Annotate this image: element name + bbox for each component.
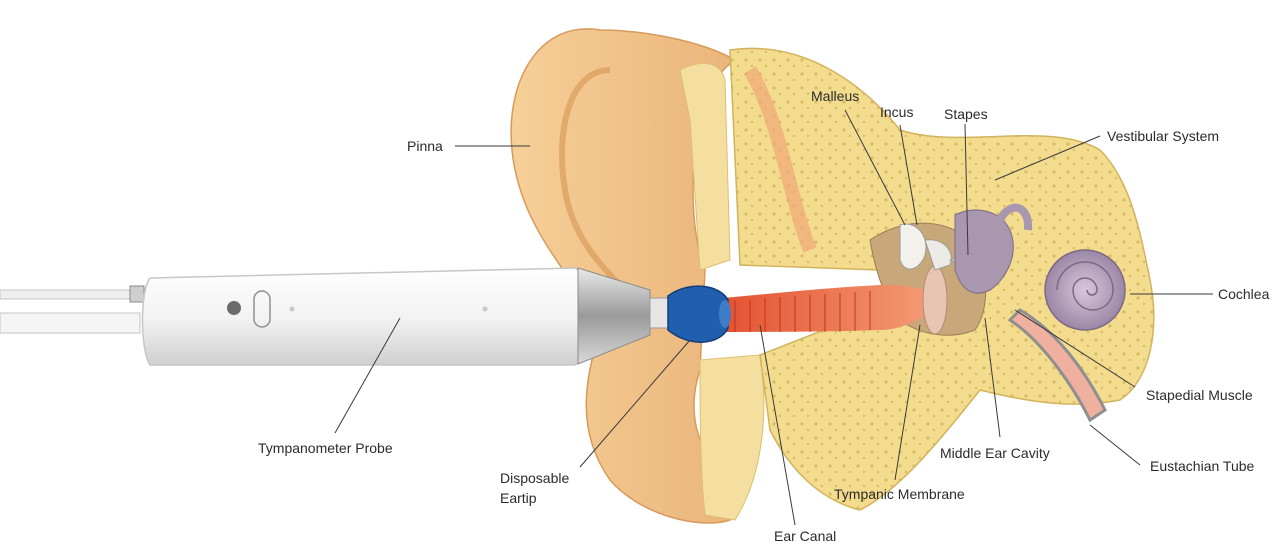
label-disposable-eartip-line1: Disposable (500, 470, 569, 487)
label-ear-canal: Ear Canal (774, 528, 836, 545)
label-disposable-eartip-line2: Eartip (500, 490, 537, 507)
probe-cable (0, 286, 144, 333)
label-tympanic-membrane: Tympanic Membrane (834, 486, 965, 503)
label-tympanometer-probe: Tympanometer Probe (258, 440, 393, 457)
tympanic-membrane-shape (923, 266, 947, 334)
label-stapes: Stapes (944, 106, 988, 123)
label-incus: Incus (880, 104, 913, 121)
tympanometer-probe-body (143, 268, 589, 365)
label-middle-ear-cavity: Middle Ear Cavity (940, 445, 1050, 462)
label-vestibular-system: Vestibular System (1107, 128, 1219, 145)
label-stapedial-muscle: Stapedial Muscle (1146, 387, 1253, 404)
label-eustachian-tube: Eustachian Tube (1150, 458, 1254, 475)
label-pinna: Pinna (407, 138, 443, 155)
label-cochlea: Cochlea (1218, 286, 1269, 303)
label-malleus: Malleus (811, 88, 859, 105)
disposable-eartip-shape (668, 286, 731, 342)
